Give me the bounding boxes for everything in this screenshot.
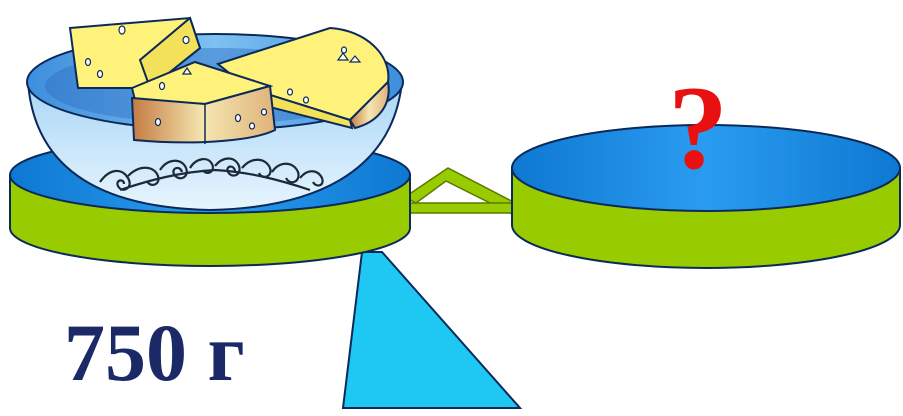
bowl-ornament (99, 157, 324, 192)
question-mark-icon: ? (668, 61, 728, 194)
cheese-icon (68, 16, 202, 90)
cheese-icon (130, 60, 277, 144)
weight-label: 750 г (64, 307, 245, 398)
scale-stand (341, 251, 523, 409)
right-pan (511, 124, 901, 269)
scale-beam (402, 167, 525, 215)
